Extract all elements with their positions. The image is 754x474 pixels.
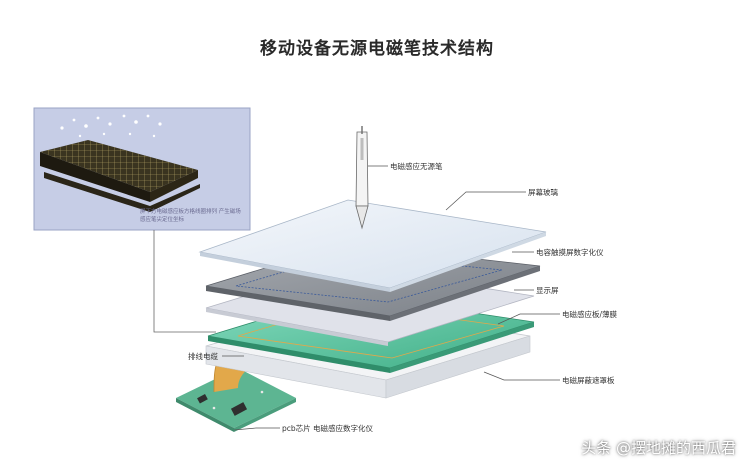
- diagram-title: 移动设备无源电磁笔技术结构: [260, 39, 494, 59]
- label-screen-glass: 屏幕玻璃: [528, 188, 558, 197]
- label-display: 显示屏: [536, 286, 559, 295]
- inset-connector-line: [153, 230, 216, 333]
- leader-lines: [222, 165, 560, 431]
- label-cable: 排线电缆: [188, 352, 218, 361]
- glass-layer: [198, 199, 547, 292]
- coil-grid-board: [40, 140, 200, 212]
- field-dots: [60, 114, 162, 138]
- label-capacitive: 电容触摸屏数字化仪: [536, 248, 604, 257]
- stylus-pen: [355, 126, 369, 230]
- label-pen: 电磁感应无源笔: [390, 162, 443, 171]
- label-sensor: 电磁感应板/薄膜: [562, 310, 618, 319]
- label-shield: 电磁屏蔽遮罩板: [562, 376, 615, 385]
- watermark: 头条 @摆地摊的西瓜君: [581, 439, 736, 457]
- pcb-board: [176, 368, 296, 432]
- inset-panel: [33, 107, 251, 231]
- label-pcb: pcb芯片 电磁感应数字化仪: [282, 424, 374, 433]
- inset-caption: 屏下方电磁感应板方格线圈排列 产生磁场感应笔尖定位坐标: [140, 209, 241, 223]
